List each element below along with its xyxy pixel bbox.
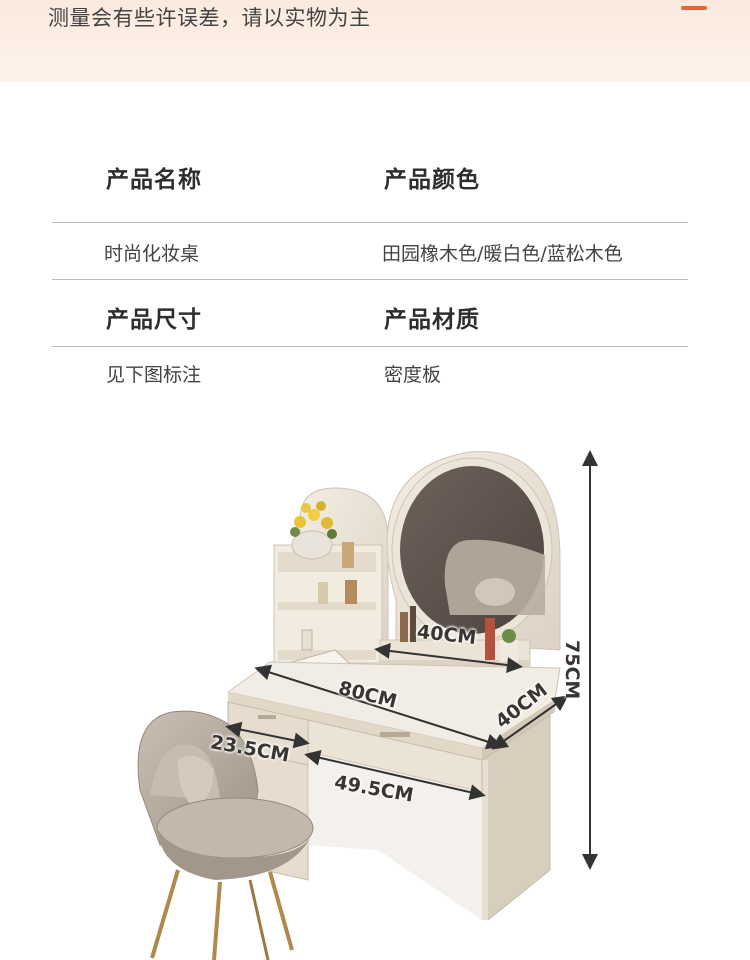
height-label: 75CM: [561, 640, 583, 700]
product-size-label: 产品尺寸: [106, 307, 202, 333]
top-banner: 测量会有些许误差，请以实物为主: [0, 0, 750, 82]
side-shelf-unit: [273, 487, 389, 673]
divider: [52, 346, 688, 347]
round-mirror: [386, 451, 561, 651]
product-color-label: 产品颜色: [384, 167, 480, 193]
divider: [52, 279, 688, 280]
product-material-value: 密度板: [384, 364, 442, 386]
dimension-lines: [225, 450, 598, 870]
accent-dash: [681, 6, 707, 10]
chair: [137, 710, 314, 960]
product-name-value: 时尚化妆桌: [104, 243, 200, 265]
product-material-label: 产品材质: [384, 307, 480, 333]
measurement-note: 测量会有些许误差，请以实物为主: [48, 6, 371, 30]
vanity-illustration: [137, 450, 598, 960]
divider: [52, 222, 688, 223]
product-name-label: 产品名称: [106, 167, 202, 193]
product-color-value: 田园橡木色/暖白色/蓝松木色: [382, 243, 623, 265]
product-size-value: 见下图标注: [106, 364, 202, 386]
